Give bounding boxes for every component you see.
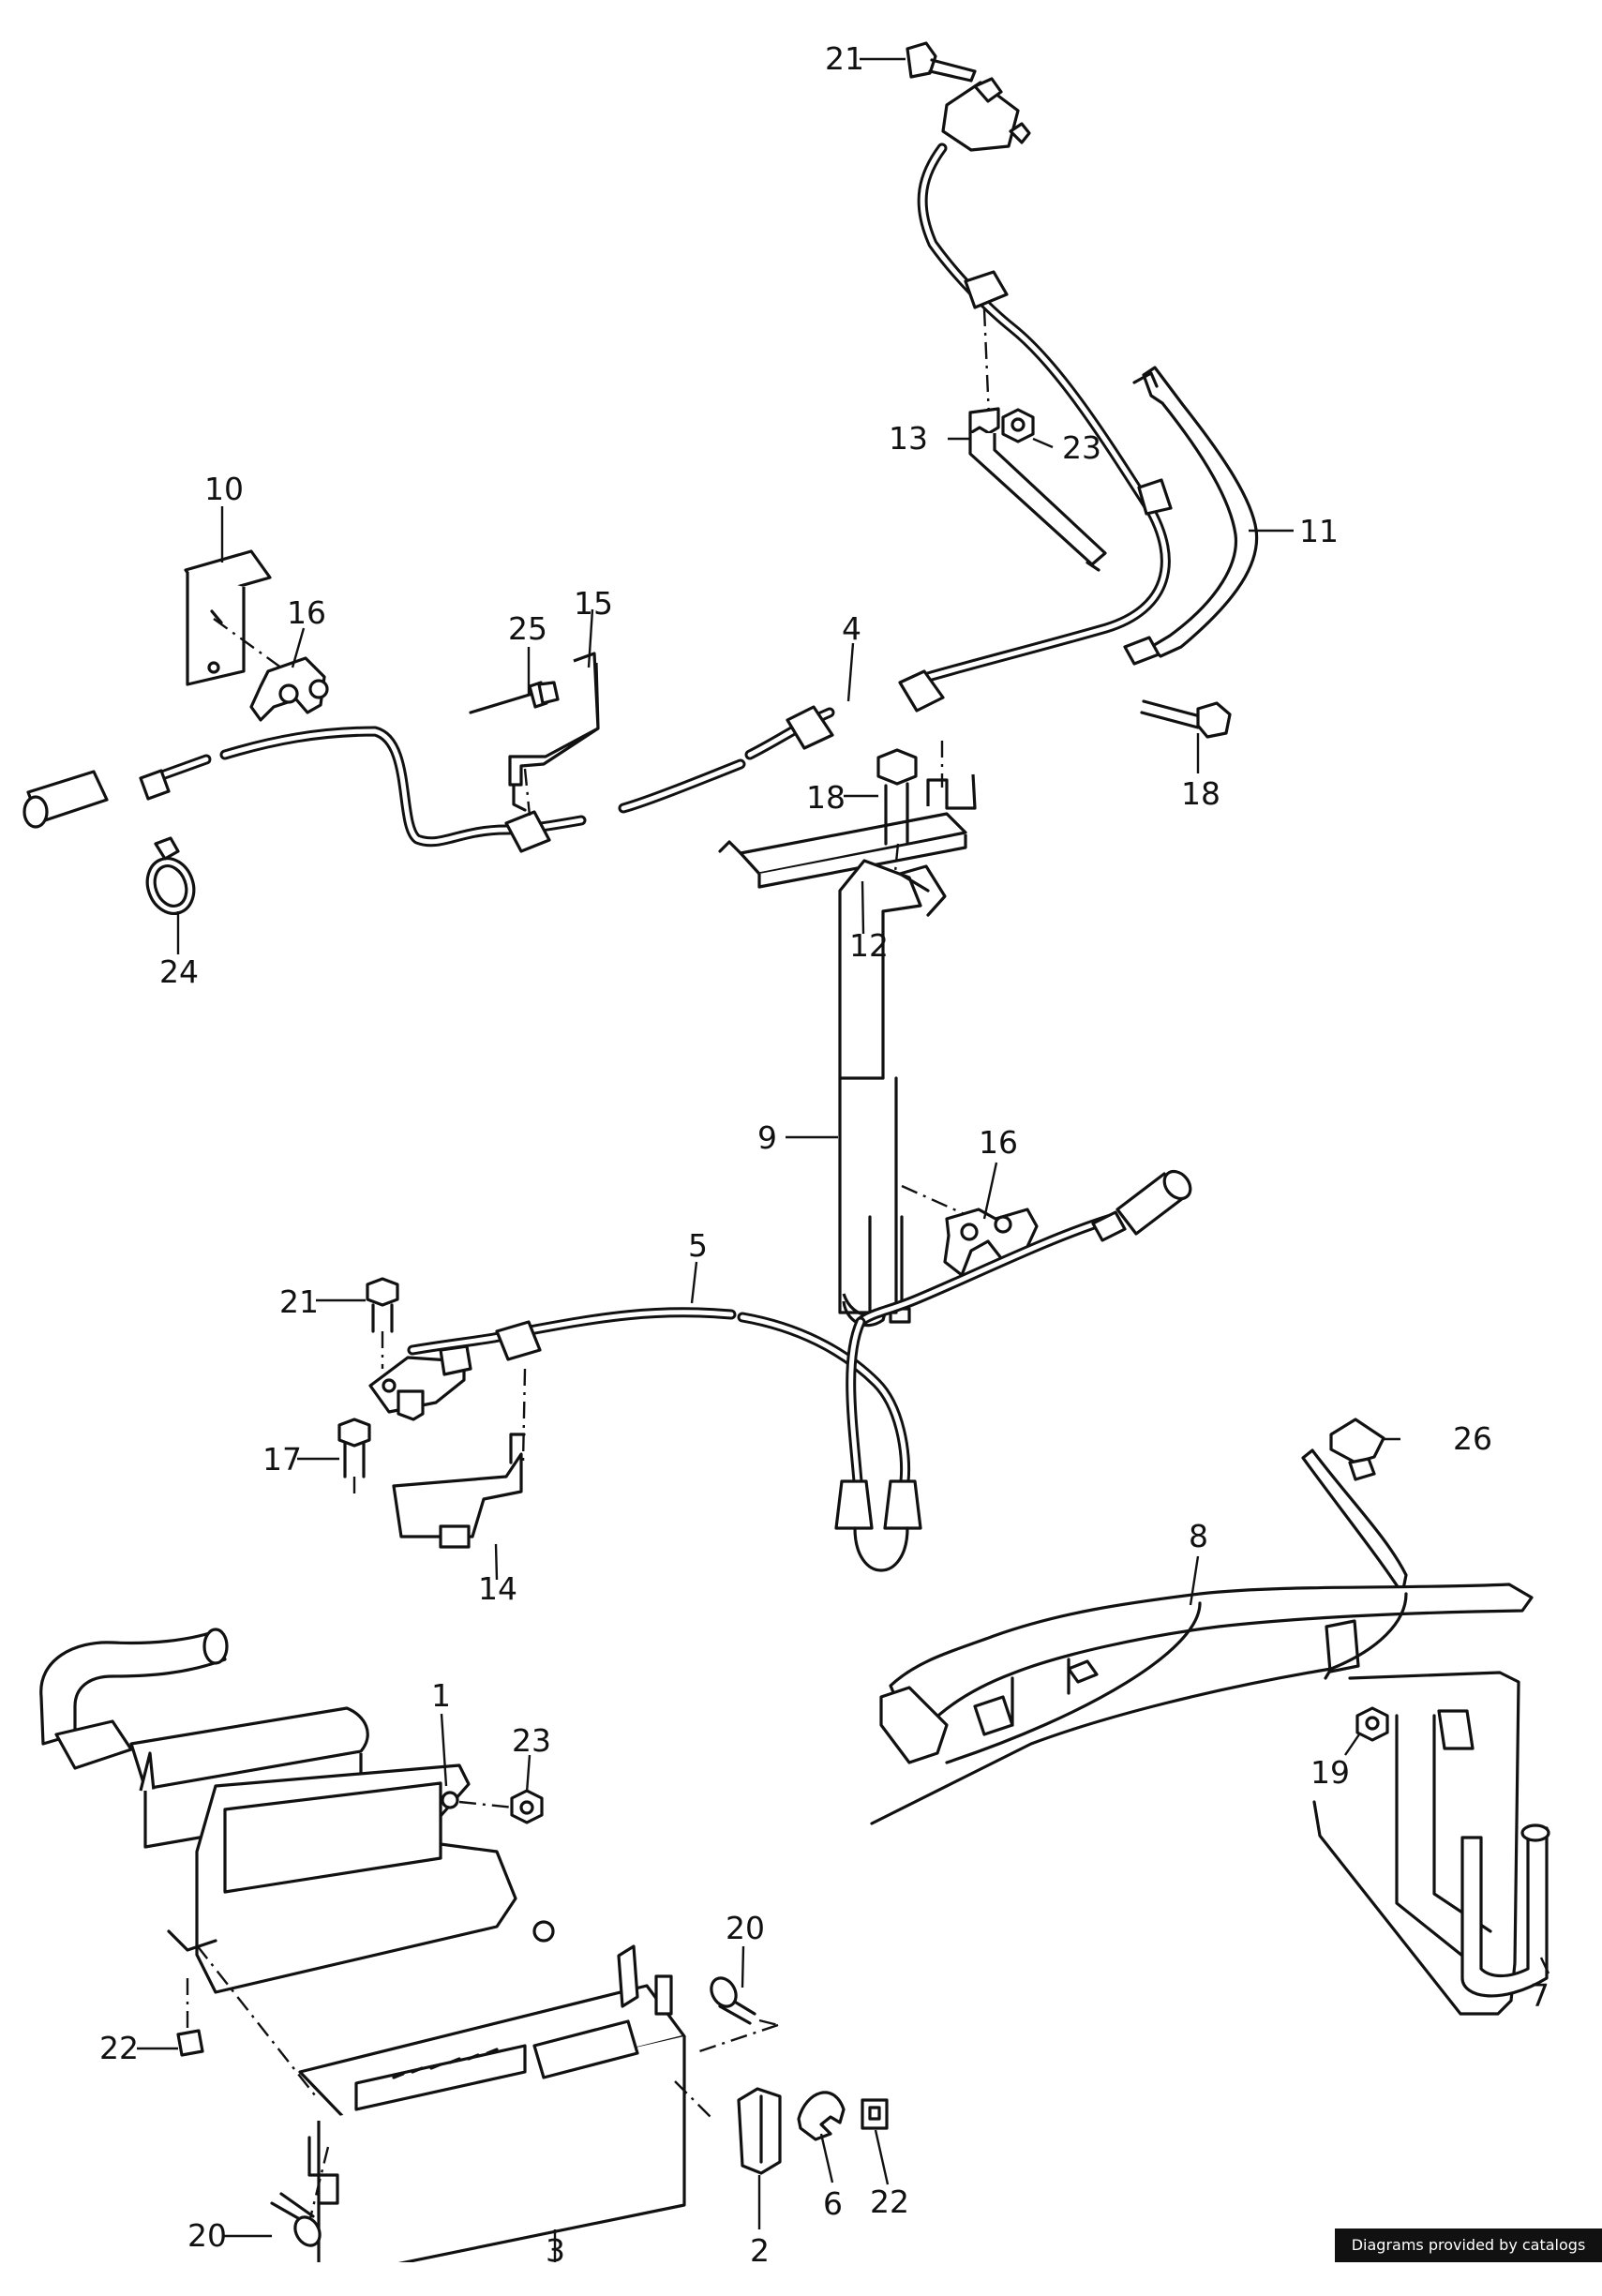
part-14-bracket [392, 1433, 526, 1549]
callout-1: 1 [431, 1677, 451, 1714]
speed-sensor-head-middle [368, 1344, 472, 1421]
leader-lines [137, 57, 1550, 2262]
part-23-nut-top [1001, 408, 1035, 443]
part-16-clip-top [249, 656, 329, 722]
part-13-bracket [968, 407, 1107, 572]
part-6-grommet [797, 2091, 846, 2141]
part-24-hose-clamp [145, 836, 196, 915]
diagram-credit-badge: Diagrams provided by catalogs parts [1335, 2228, 1602, 2288]
hose [39, 1628, 229, 1770]
callout-26: 26 [1453, 1420, 1492, 1457]
callout-11: 11 [1299, 513, 1339, 549]
part-18-bolt-middle [876, 748, 918, 846]
callout-6: 6 [823, 2185, 843, 2222]
part-2-clip [737, 2087, 782, 2175]
callout-19: 19 [1310, 1754, 1350, 1791]
callout-21-middle: 21 [279, 1283, 319, 1320]
speed-sensor-head-top [941, 77, 1031, 152]
part-19-nut [1355, 1706, 1389, 1742]
callout-25: 25 [508, 610, 547, 647]
callout-23-top: 23 [1062, 429, 1101, 466]
callout-3: 3 [546, 2232, 565, 2262]
callout-22-left: 22 [99, 2030, 139, 2066]
part-23-nut-lower [510, 1789, 544, 1824]
callout-16-top: 16 [287, 594, 326, 631]
callout-23-lower: 23 [512, 1722, 551, 1759]
callout-20-right: 20 [726, 1910, 765, 1946]
callout-13: 13 [889, 420, 928, 457]
callout-5: 5 [688, 1227, 708, 1264]
callout-15: 15 [574, 585, 613, 622]
callout-4: 4 [842, 610, 861, 647]
callout-2: 2 [750, 2232, 770, 2262]
part-12-bracket [718, 773, 977, 889]
callout-18-middle: 18 [806, 779, 846, 816]
callout-17: 17 [262, 1441, 302, 1478]
part-20-screw-bottom [270, 2192, 322, 2247]
part-4-cable [22, 143, 1173, 853]
part-10-bracket [184, 549, 272, 686]
callout-12: 12 [849, 927, 889, 964]
part-20-screw-right [710, 1976, 756, 2025]
part-21-bolt-middle [366, 1277, 399, 1333]
part-3-control-unit [298, 1944, 686, 2262]
part-18-bolt-right [1140, 699, 1232, 739]
callout-8: 8 [1189, 1518, 1208, 1554]
callout-18-right: 18 [1181, 775, 1220, 812]
callout-22-right: 22 [870, 2183, 909, 2220]
part-21-bolt-top [906, 41, 977, 83]
callout-20-bottom: 20 [187, 2217, 227, 2254]
callout-14: 14 [478, 1570, 517, 1607]
callout-9: 9 [757, 1119, 777, 1156]
callout-16-middle: 16 [979, 1124, 1018, 1161]
part-25-pin [469, 681, 560, 714]
part-8-pipe-assembly [870, 1448, 1534, 2016]
part-1-bracket [167, 1763, 555, 1994]
part-15-bracket [508, 652, 600, 812]
part-11-bracket-strip [1123, 366, 1259, 666]
callout-10: 10 [204, 471, 244, 507]
part-26-clip [1329, 1418, 1385, 1481]
part-9-bracket [838, 859, 947, 1328]
callout-24: 24 [159, 953, 199, 990]
part-17-bolt [337, 1418, 371, 1478]
callout-labels: 21 13 23 11 10 16 25 15 4 18 18 12 24 9 … [99, 40, 1550, 2262]
part-22-clip-left [176, 2029, 204, 2057]
callout-7: 7 [1530, 1977, 1550, 2014]
part-22-clip-right [861, 2098, 889, 2130]
part-5-cable [407, 1169, 1192, 1572]
callout-21-top: 21 [825, 40, 864, 77]
part-7-u-bracket [1460, 1823, 1550, 1998]
